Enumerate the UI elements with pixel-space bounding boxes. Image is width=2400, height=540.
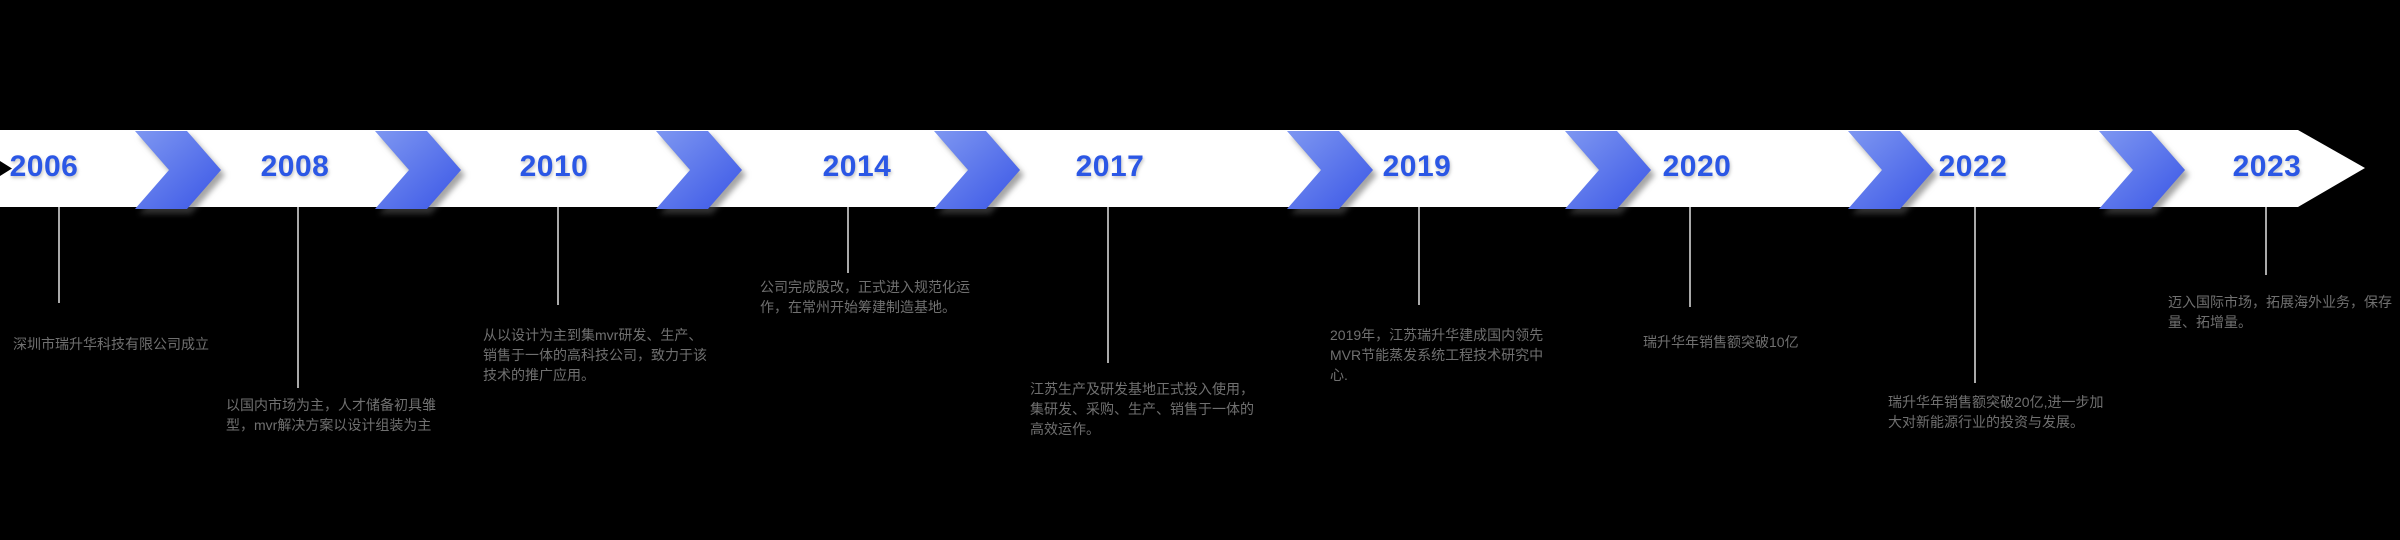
milestone-description: 瑞升华年销售额突破20亿,进一步加 大对新能源行业的投资与发展。	[1888, 394, 2104, 430]
milestone-year: 2010	[519, 150, 589, 183]
milestone-description: 公司完成股改，正式进入规范化运 作，在常州开始筹建制造基地。	[760, 279, 970, 315]
milestone-connector-line	[1418, 207, 1420, 305]
milestone-connector-line	[1107, 207, 1109, 363]
milestone-connector-line	[297, 207, 299, 388]
milestone-year: 2008	[260, 150, 330, 183]
milestone-description: 以国内市场为主，人才储备初具雏 型，mvr解决方案以设计组装为主	[226, 397, 436, 433]
milestone-connector-line	[847, 207, 849, 273]
milestone-year: 2014	[822, 150, 892, 183]
milestone-description: 瑞升华年销售额突破10亿	[1643, 334, 1799, 350]
milestone-description: 江苏生产及研发基地正式投入使用， 集研发、采购、生产、销售于一体的 高效运作。	[1030, 381, 1254, 437]
timeline-band	[0, 130, 2365, 207]
milestone-year: 2022	[1938, 150, 2008, 183]
milestone-year: 2019	[1382, 150, 1452, 183]
milestone-connector-line	[58, 207, 60, 303]
milestone-year: 2006	[9, 150, 79, 183]
milestone-description: 迈入国际市场，拓展海外业务，保存 量、拓增量。	[2168, 294, 2392, 330]
milestone-year: 2017	[1075, 150, 1145, 183]
milestone-connector-line	[557, 207, 559, 305]
milestone-connector-line	[1689, 207, 1691, 307]
milestone-year: 2023	[2232, 150, 2302, 183]
milestone-connector-line	[2265, 207, 2267, 275]
milestone-description: 从以设计为主到集mvr研发、生产、 销售于一体的高科技公司，致力于该 技术的推广…	[483, 327, 707, 383]
milestone-description: 2019年，江苏瑞升华建成国内领先 MVR节能蒸发系统工程技术研究中 心.	[1330, 327, 1544, 383]
milestone-year: 2020	[1662, 150, 1732, 183]
milestone-description: 深圳市瑞升华科技有限公司成立	[13, 336, 209, 352]
milestone-connector-line	[1974, 207, 1976, 383]
